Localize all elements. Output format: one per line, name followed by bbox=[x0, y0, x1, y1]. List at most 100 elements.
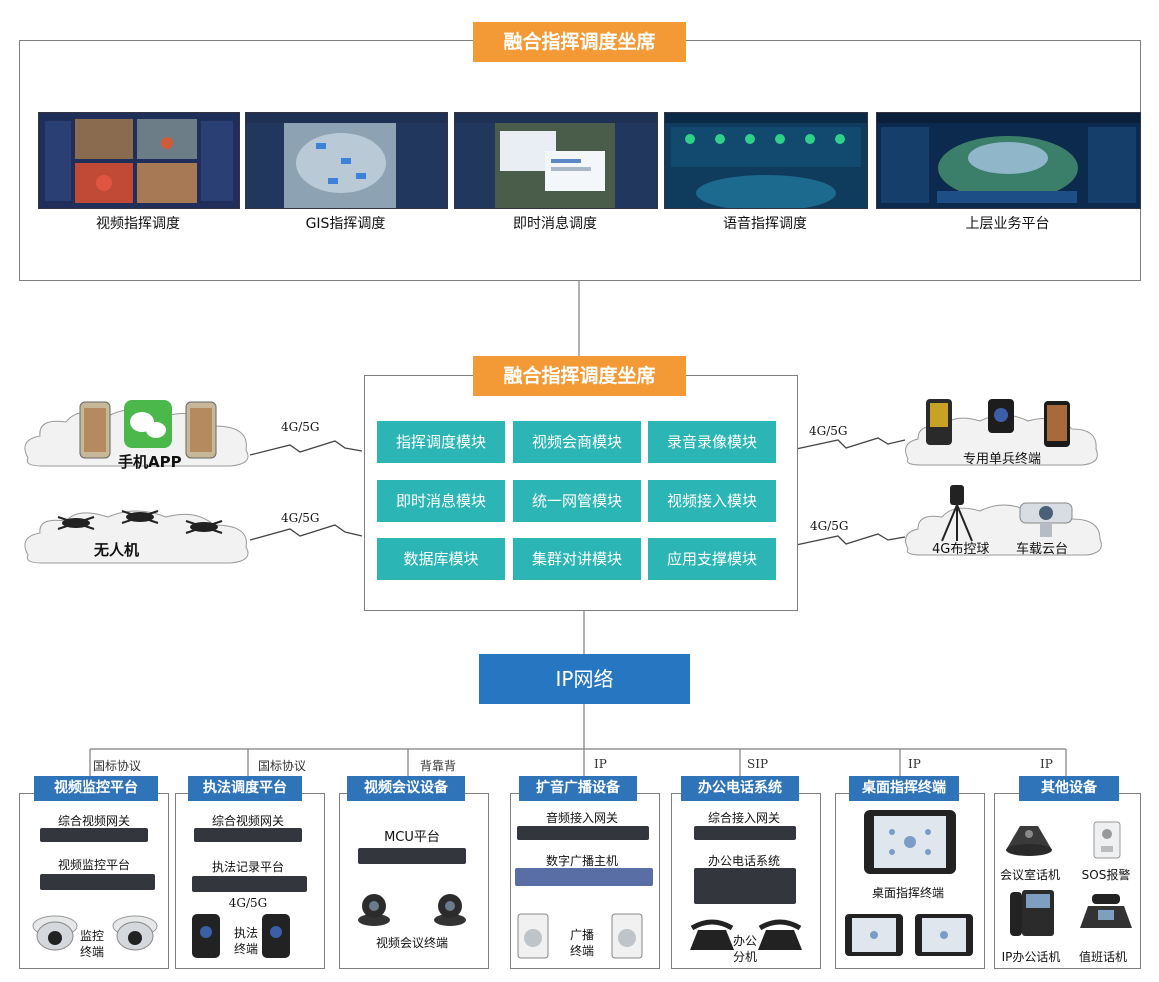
middle-section-title: 融合指挥调度坐席 bbox=[473, 356, 686, 396]
module-app-support: 应用支撑模块 bbox=[648, 538, 776, 580]
item-law-terminal-label: 终端 bbox=[233, 942, 258, 956]
duty-phone-icon bbox=[1080, 894, 1132, 928]
screen-label-voice: 语音指挥调度 bbox=[723, 216, 807, 232]
module-network-mgmt: 统一网管模块 bbox=[513, 480, 641, 522]
item-duty-phone: 值班话机 bbox=[1078, 950, 1127, 964]
protocol-label-broadcast: IP bbox=[594, 757, 607, 771]
item-video-gateway: 综合视频网关 bbox=[57, 814, 130, 828]
item-terminal-label: 终端 bbox=[79, 945, 104, 959]
item-office-label: 办公 bbox=[732, 934, 757, 948]
subsystem-title-desktop-terminal: 桌面指挥终端 bbox=[849, 776, 959, 801]
module-instant-message: 即时消息模块 bbox=[377, 480, 505, 522]
audio-gateway-device-icon bbox=[517, 826, 649, 840]
item-ip-office-phone: IP办公话机 bbox=[1001, 950, 1061, 964]
link-label-drone: 4G/5G bbox=[281, 511, 320, 525]
dome-camera-icon bbox=[32, 915, 158, 951]
protocol-label-office-phone: SIP bbox=[747, 757, 769, 771]
gis-map-thumbnail bbox=[246, 113, 447, 208]
speaker-icon bbox=[517, 913, 643, 959]
module-recording: 录音录像模块 bbox=[648, 421, 776, 463]
item-sos-alarm: SOS报警 bbox=[1081, 868, 1131, 882]
module-trunking-intercom: 集群对讲模块 bbox=[513, 538, 641, 580]
item-broadcast-label: 广播 bbox=[569, 928, 594, 942]
desk-phone-icon bbox=[690, 919, 802, 950]
cloud-soldier-terminal bbox=[905, 399, 1098, 466]
screen-label-im: 即时消息调度 bbox=[513, 216, 597, 232]
screen-im-dispatch bbox=[454, 112, 658, 209]
link-label-soldier: 4G/5G bbox=[809, 424, 848, 438]
protocol-label-law: 国标协议 bbox=[258, 759, 307, 773]
item-law-record-platform: 执法记录平台 bbox=[211, 860, 284, 874]
screen-voice-dispatch bbox=[664, 112, 868, 209]
module-video-access: 视频接入模块 bbox=[648, 480, 776, 522]
screen-video-dispatch bbox=[38, 112, 240, 209]
voice-console-thumbnail bbox=[665, 113, 867, 208]
video-wall-thumbnail bbox=[39, 113, 239, 208]
top-section-title: 融合指挥调度坐席 bbox=[473, 22, 686, 62]
item-extension-label: 分机 bbox=[732, 950, 757, 964]
cloud-label-drone: 无人机 bbox=[94, 541, 140, 559]
module-command-dispatch: 指挥调度模块 bbox=[377, 421, 505, 463]
conference-camera-icon bbox=[358, 894, 466, 926]
cloud-label-mobile-app: 手机APP bbox=[118, 453, 182, 471]
cloud-mobile-app bbox=[24, 400, 249, 467]
cloud-label-vehicle-ptz: 车载云台 bbox=[1016, 542, 1069, 557]
item-video-monitor-platform: 视频监控平台 bbox=[57, 858, 130, 872]
subsystem-title-law-dispatch: 执法调度平台 bbox=[188, 776, 302, 801]
module-database: 数据库模块 bbox=[377, 538, 505, 580]
integrated-gateway-device-icon bbox=[694, 826, 796, 840]
ip-office-phone-icon bbox=[1010, 890, 1054, 936]
cloud-label-4g-ball: 4G布控球 bbox=[932, 542, 990, 557]
item-desktop-terminal: 桌面指挥终端 bbox=[871, 886, 944, 900]
desktop-terminal-small-icons bbox=[845, 914, 973, 956]
server-device-icon bbox=[40, 874, 155, 890]
item-mcu-platform: MCU平台 bbox=[384, 830, 440, 845]
subsystem-title-video-conf: 视频会议设备 bbox=[347, 776, 465, 801]
protocol-label-desktop: IP bbox=[908, 757, 921, 771]
broadcast-host-device-icon bbox=[515, 868, 653, 886]
module-video-consult: 视频会商模块 bbox=[513, 421, 641, 463]
subsystem-title-video-monitor: 视频监控平台 bbox=[34, 776, 158, 801]
item-audio-gateway: 音频接入网关 bbox=[545, 811, 618, 825]
cloud-label-soldier-terminal: 专用单兵终端 bbox=[963, 452, 1042, 467]
mcu-device-icon bbox=[358, 848, 466, 864]
subsystem-title-other: 其他设备 bbox=[1019, 776, 1119, 801]
screen-label-video: 视频指挥调度 bbox=[96, 216, 180, 232]
pbx-device-icon bbox=[694, 868, 796, 904]
im-map-thumbnail bbox=[455, 113, 657, 208]
subsystem-title-broadcast: 扩音广播设备 bbox=[519, 776, 637, 801]
link-label-ball: 4G/5G bbox=[810, 519, 849, 533]
screen-label-gis: GIS指挥调度 bbox=[305, 216, 386, 232]
item-video-conf-terminal: 视频会议终端 bbox=[375, 936, 448, 950]
ip-network: IP网络 bbox=[479, 654, 690, 704]
protocol-label-video-conf: 背靠背 bbox=[420, 759, 457, 773]
subsystem-video-conf bbox=[339, 793, 489, 969]
screen-gis-dispatch bbox=[245, 112, 448, 209]
protocol-label-video-monitor: 国标协议 bbox=[93, 759, 142, 773]
body-camera-icon bbox=[192, 914, 290, 958]
protocol-label-other: IP bbox=[1040, 757, 1053, 771]
item-law-4g5g: 4G/5G bbox=[228, 896, 268, 910]
screen-biz-platform bbox=[876, 112, 1141, 209]
sos-alarm-icon bbox=[1093, 821, 1121, 859]
subsystem-title-office-phone: 办公电话系统 bbox=[681, 776, 799, 801]
item-integrated-gateway: 综合接入网关 bbox=[707, 811, 780, 825]
item-law-label: 执法 bbox=[233, 926, 258, 940]
item-broadcast-terminal-label: 终端 bbox=[569, 944, 594, 958]
screen-label-biz: 上层业务平台 bbox=[965, 216, 1050, 232]
cloud-drone bbox=[24, 510, 249, 564]
law-gateway-device-icon bbox=[194, 828, 302, 842]
link-label-mobile: 4G/5G bbox=[281, 420, 320, 434]
cloud-ball-camera bbox=[905, 485, 1102, 556]
gateway-device-icon bbox=[40, 828, 148, 842]
law-server-device-icon bbox=[192, 876, 307, 892]
desktop-terminal-large-icon bbox=[864, 810, 956, 874]
item-meeting-room-phone: 会议室话机 bbox=[999, 868, 1060, 882]
item-monitor-label: 监控 bbox=[79, 929, 104, 943]
conference-phone-icon bbox=[1006, 826, 1052, 856]
item-office-phone-system: 办公电话系统 bbox=[707, 854, 780, 868]
item-law-video-gateway: 综合视频网关 bbox=[211, 814, 284, 828]
biz-dashboard-thumbnail bbox=[877, 113, 1140, 208]
